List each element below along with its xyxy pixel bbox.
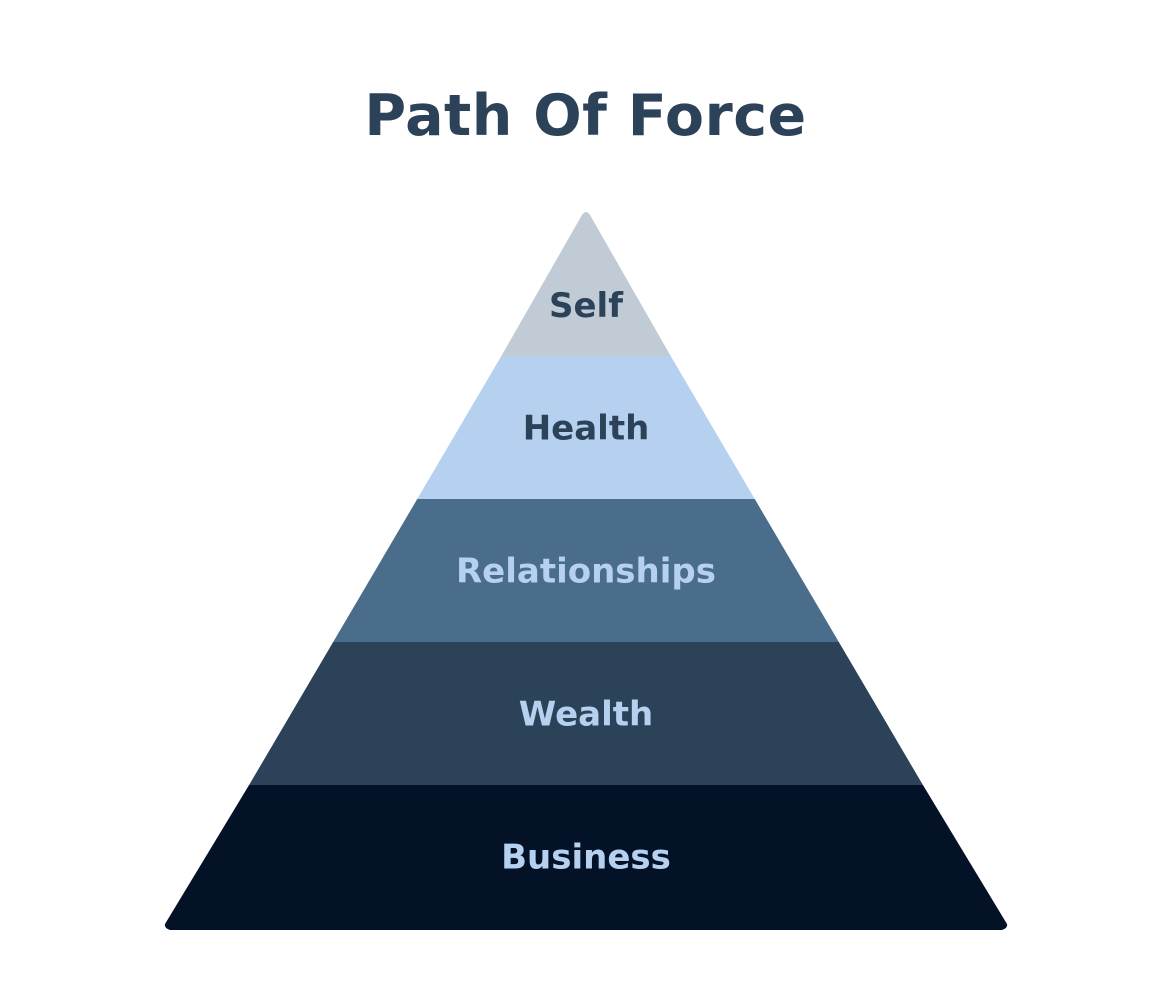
layer-wealth-label: Wealth (519, 695, 653, 735)
diagram-title: Path Of Force (364, 83, 807, 149)
layer-wealth-band (249, 642, 923, 797)
layer-self-band (501, 212, 671, 368)
layer-relationships-label: Relationships (456, 552, 716, 592)
layer-health-band (417, 356, 755, 511)
layer-business-band (164, 785, 1008, 930)
layer-relationships-band (333, 499, 839, 654)
pyramid-layers (164, 212, 1008, 930)
layer-health-label: Health (523, 409, 650, 449)
layer-business-label: Business (501, 838, 671, 878)
layer-self-label: Self (549, 286, 624, 326)
